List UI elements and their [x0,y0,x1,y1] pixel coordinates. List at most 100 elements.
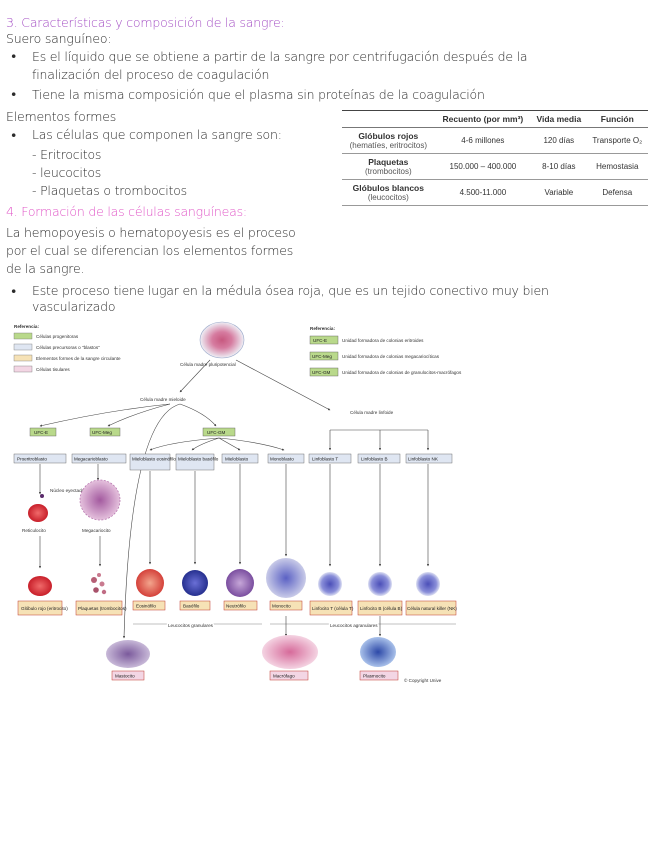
lymphoid-label: Célula madre linfoide [350,410,394,415]
cell-count: 4.500-11.000 [434,179,532,206]
platelet [97,573,101,577]
cell-life: Variable [531,179,587,206]
mature-box [357,600,403,616]
reticulocyte-label: Reticulocito [22,528,46,533]
hemo-line1: La hemopoyesis o hematopoyesis es el pro… [6,225,296,240]
platelet [99,581,105,587]
tissue-label: Macrófago [273,674,295,679]
progenitor-label: UFC-GM [207,430,226,435]
mature-label: Monocito [272,604,291,609]
platelet [101,589,107,595]
progenitor-label: UFC-Meg [92,430,112,435]
hemo-bullet-line2: vascularizado [32,299,116,314]
legend-code-box [309,351,339,361]
bullet-4: • [10,284,18,299]
legend-code: UFC-E [313,338,327,343]
suero-bullet1-line2: finalización del proceso de coagulación [32,67,270,82]
blast-label: Mieloblasto basófilo [178,457,219,462]
platelet [93,587,99,593]
legend-code-box [309,335,339,345]
cell-count: 150.000 – 400.000 [434,153,532,180]
mature-box [223,600,258,611]
arrow [149,437,220,451]
legend-item: Células progenitoras [36,334,79,339]
blast-box [129,453,171,471]
legend-right-item: Unidad formadora de colonias eritroides [342,338,424,343]
table-header-blank [342,110,435,128]
row-subtitle: (trombocitos) [364,167,412,176]
section4-title: 4. Formación de las células sanguíneas: [6,204,247,219]
blast-label: Proeritroblasto [17,457,47,462]
monocyte-cell [266,558,306,598]
bullet-1: • [10,49,18,64]
cell-name: Glóbulos rojos(hematíes, eritrocitos) [342,127,435,154]
blast-label: Mieloblasto eosinófilo [132,457,176,462]
arrow [191,437,220,451]
legend-code-box [309,367,339,377]
legend-right-item: Unidad formadora de colonias megacariocí… [342,354,440,359]
blast-row: Proeritroblasto Megacarioblasto Mielobla… [13,453,453,471]
tissue-box [359,670,399,681]
b-lymphocyte-cell [368,572,392,596]
mature-label: Glóbulo rojo (eritrocito) [21,606,68,611]
granular-label: Leucocitos granulares [168,623,214,628]
arrow [107,403,171,427]
plasmocyte-cell [360,637,396,667]
red-blood-cell [28,576,52,596]
arrow [235,359,331,411]
platelet [91,577,97,583]
blast-box [13,453,67,464]
legend-item: Elementos formes de la sangre circulante [36,356,121,361]
mature-label: Eosinófilo [136,604,156,609]
mature-box [405,600,457,616]
mature-label: Basófilo [183,604,200,609]
cell-function: Defensa [586,179,648,206]
formes-bullet: Las células que componen la sangre son: [32,127,282,142]
row-title: Glóbulos rojos [358,131,419,141]
mature-box [179,600,211,611]
mature-cell-labels: Glóbulo rojo (eritrocito) Plaquetas (tro… [17,600,457,616]
table-header-life: Vida media [531,110,587,128]
cell-function: Transporte O₂ [586,127,648,154]
blast-box [175,453,215,471]
mature-box [17,600,63,616]
megakaryocyte-cell [79,479,121,521]
cell-count: 4-6 millones [434,127,532,154]
progenitor-box [202,427,236,437]
legend-swatch-precursor [13,343,33,351]
progenitor-label: UFC-E [34,430,48,435]
tissue-label: Mastocito [115,674,135,679]
section3-title: 3. Características y composición de la s… [6,15,285,30]
arrow [218,437,241,451]
mature-label: Linfocito T (célula T) [312,606,354,611]
basophil-cell [182,570,208,596]
blast-box [357,453,401,464]
legend-swatch-tissue [13,365,33,373]
blast-label: Megacarioblasto [74,457,108,462]
copyright-text: © Copyright Unive [404,677,442,683]
bullet-3: • [10,128,18,143]
blast-box [267,453,305,464]
blast-box [405,453,453,464]
agranular-label: Leucocitos agranulares [330,623,378,628]
myeloid-label: Célula madre mieloide [140,397,186,402]
progenitor-box [89,427,121,437]
t-lymphocyte-cell [318,572,342,596]
reticulocyte-cell [28,504,48,522]
legend-left-title: Referencia: [14,324,39,329]
mature-label: Neutrófilo [226,604,246,609]
blast-label: Monoblasto [270,457,294,462]
ejected-nucleus [40,494,44,498]
table-header-row: Recuento (por mm³) Vida media Función [342,110,648,128]
formes-heading: Elementos formes [6,109,117,124]
legend-right-item: Unidad formadora de colonias de granuloc… [342,370,462,375]
nucleus-label: Núcleo eyectado [50,488,85,493]
mature-box [309,600,353,616]
arrow [39,403,171,427]
macrophage-cell [262,635,318,669]
legend-code: UFC-GM [312,370,331,375]
arrow [218,437,285,451]
mature-box [132,600,166,611]
cell-life: 120 días [531,127,587,154]
mature-box [269,600,303,611]
